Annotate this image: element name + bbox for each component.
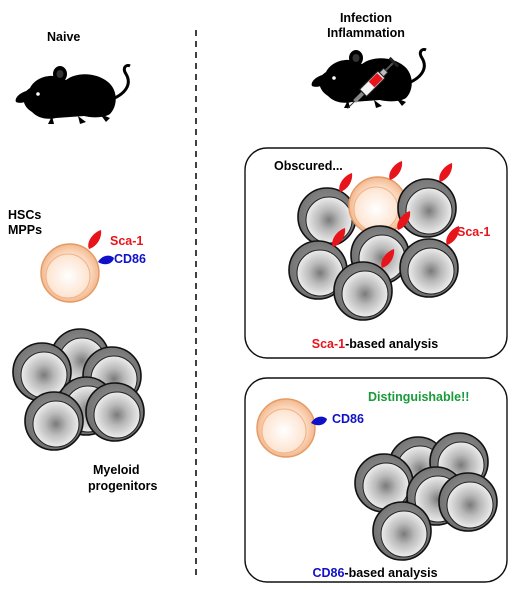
infection-title: Infection (340, 11, 392, 25)
syringe-icon (347, 56, 400, 109)
stem-cell (40, 230, 114, 303)
obscured-note: Obscured... (274, 159, 343, 173)
cd86-progenitor-cluster (354, 432, 498, 561)
cd86-caption: CD86-based analysis (312, 566, 437, 580)
sca1-caption: Sca-1-based analysis (312, 337, 439, 351)
mouse-icon (14, 63, 132, 126)
cd86-label-right: CD86 (332, 412, 364, 426)
inflammation-title: Inflammation (327, 26, 405, 40)
distinguishable-note: Distinguishable!! (368, 390, 469, 404)
mouse-icon-infected (310, 47, 428, 110)
mpps-label: MPPs (8, 223, 42, 237)
sca1-cell-cluster (288, 161, 460, 321)
cd86-stem-cell (256, 398, 327, 458)
cd86-marker-icon (98, 255, 114, 265)
hscs-label: HSCs (8, 208, 41, 222)
sca1-panel (244, 147, 508, 359)
sca1-label-right: Sca-1 (457, 225, 490, 239)
sca1-marker-icon (88, 230, 102, 249)
sca1-label-left: Sca-1 (110, 234, 143, 248)
naive-title: Naive (47, 30, 80, 44)
myeloid-label: Myeloid (93, 463, 140, 477)
progenitors-label: progenitors (88, 479, 157, 493)
myeloid-progenitor-cluster (12, 328, 145, 451)
cd86-panel (244, 377, 508, 583)
cd86-label-left: CD86 (114, 252, 146, 266)
